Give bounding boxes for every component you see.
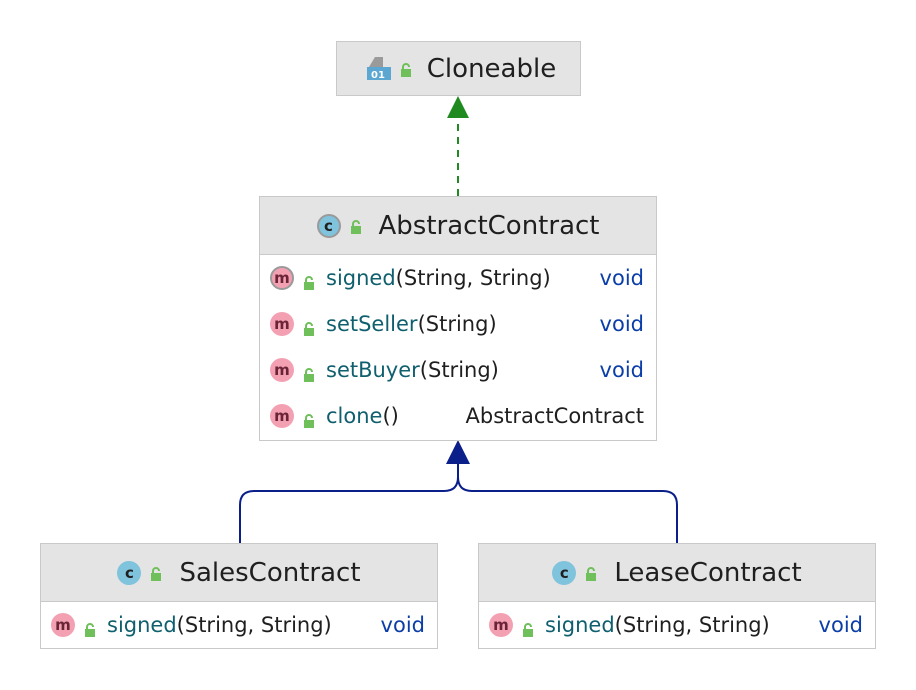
method-icon: m — [270, 358, 294, 382]
cloneable-node[interactable]: 01 Cloneable — [336, 41, 581, 96]
public-lock-icon — [584, 566, 598, 581]
public-lock-icon — [399, 62, 413, 77]
public-lock-icon — [83, 618, 97, 637]
sales-contract-title: SalesContract — [179, 557, 361, 588]
method-params: (String) — [419, 358, 499, 382]
method-params: (String, String) — [176, 613, 332, 637]
abstract-contract-title: AbstractContract — [378, 210, 600, 241]
method-return-type: void — [818, 613, 863, 637]
method-return-type: void — [599, 266, 644, 290]
method-name: setBuyer — [326, 358, 420, 382]
public-lock-icon — [349, 219, 363, 234]
extends-edge-sales — [239, 462, 459, 543]
method-name: setSeller — [326, 312, 418, 336]
lease-contract-node[interactable]: c LeaseContract m signed (String, String… — [478, 543, 876, 649]
method-name: signed — [545, 613, 615, 637]
public-lock-icon — [302, 317, 316, 336]
method-params: (String, String) — [395, 266, 551, 290]
method-params: (String, String) — [614, 613, 770, 637]
sales-contract-node[interactable]: c SalesContract m signed (String, String… — [40, 543, 438, 649]
method-row-signed[interactable]: m signed (String, String) void — [479, 602, 875, 648]
method-icon: m — [270, 404, 294, 428]
lease-contract-header: c LeaseContract — [479, 544, 875, 602]
abstract-method-icon: m — [270, 266, 294, 290]
public-lock-icon — [302, 271, 316, 290]
method-row-clone[interactable]: m clone () AbstractContract — [260, 393, 656, 439]
abstract-contract-header: c AbstractContract — [260, 197, 656, 255]
method-params: (String) — [417, 312, 497, 336]
public-lock-icon — [149, 566, 163, 581]
class-icon: c — [117, 560, 142, 585]
class-icon: c — [552, 560, 577, 585]
method-name: clone — [326, 404, 383, 428]
extends-edge-lease — [457, 462, 678, 543]
method-row-setseller[interactable]: m setSeller (String) void — [260, 301, 656, 347]
method-name: signed — [326, 266, 396, 290]
method-icon: m — [270, 312, 294, 336]
method-row-signed[interactable]: m signed (String, String) void — [41, 602, 437, 648]
method-return-type: void — [599, 358, 644, 382]
svg-text:01: 01 — [371, 70, 385, 81]
public-lock-icon — [302, 409, 316, 428]
method-return-type: AbstractContract — [465, 404, 645, 428]
method-return-type: void — [380, 613, 425, 637]
public-lock-icon — [521, 618, 535, 637]
method-row-signed[interactable]: m signed (String, String) void — [260, 255, 656, 301]
lease-contract-title: LeaseContract — [614, 557, 802, 588]
abstract-class-icon: c — [316, 213, 341, 238]
method-return-type: void — [599, 312, 644, 336]
method-name: signed — [107, 613, 177, 637]
interface-icon: 01 — [361, 56, 391, 82]
method-icon: m — [51, 613, 75, 637]
cloneable-header: 01 Cloneable — [337, 42, 580, 95]
method-row-setbuyer[interactable]: m setBuyer (String) void — [260, 347, 656, 393]
cloneable-title: Cloneable — [426, 53, 557, 84]
method-icon: m — [489, 613, 513, 637]
sales-contract-header: c SalesContract — [41, 544, 437, 602]
public-lock-icon — [302, 363, 316, 382]
implements-arrowhead — [447, 96, 469, 118]
method-params: () — [382, 404, 399, 428]
extends-arrowhead — [446, 440, 470, 464]
abstract-contract-node[interactable]: c AbstractContract m signed (String, Str… — [259, 196, 657, 441]
